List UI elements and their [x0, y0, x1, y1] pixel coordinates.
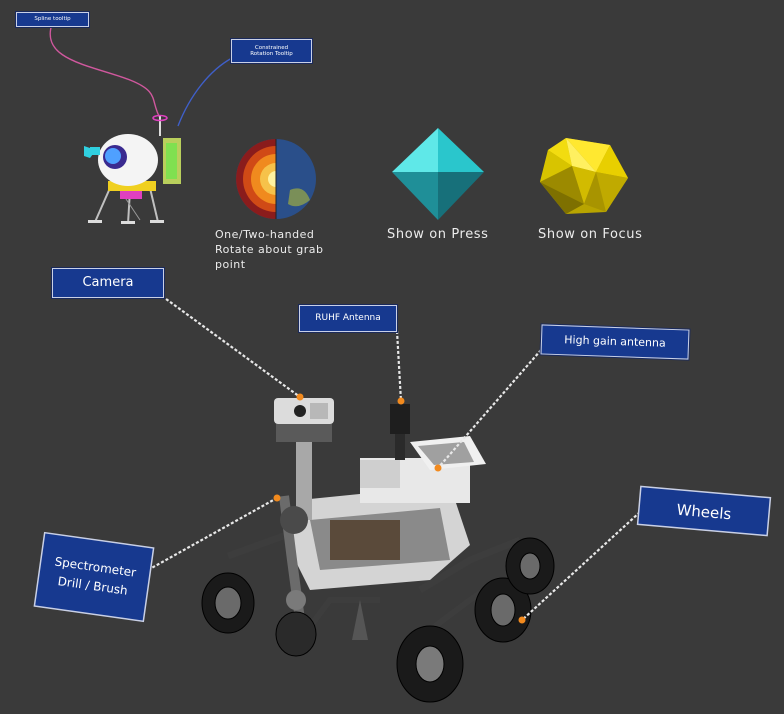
rotate-label-line2: Rotate about grab	[215, 243, 324, 256]
mars-rover-model[interactable]	[201, 398, 555, 703]
camera-tooltip[interactable]: Camera	[52, 268, 164, 298]
high-gain-tooltip[interactable]: High gain antenna	[540, 324, 690, 360]
rotate-label-line3: point	[215, 258, 246, 271]
rotate-label: One/Two-handed Rotate about grab point	[215, 227, 323, 272]
spectrometer-connector	[147, 497, 278, 571]
high-gain-anchor	[434, 464, 442, 472]
show-on-focus-label: Show on Focus	[538, 227, 643, 242]
rotate-label-line1: One/Two-handed	[215, 228, 315, 241]
ruhf-tooltip[interactable]: RUHF Antenna	[299, 305, 397, 332]
constrained-tooltip-line2: Rotation Tooltip	[250, 51, 293, 57]
wheels-connector	[521, 511, 641, 621]
spline-connector	[49, 23, 161, 119]
show-on-press-label: Show on Press	[387, 227, 489, 242]
constrained-connector	[177, 57, 233, 127]
camera-connector	[161, 295, 301, 398]
octahedron-model[interactable]	[392, 128, 484, 220]
camera-anchor	[296, 393, 304, 401]
ruhf-tooltip-label: RUHF Antenna	[315, 312, 381, 323]
ruhf-anchor	[397, 397, 405, 405]
spline-tooltip[interactable]: Spline tooltip	[16, 12, 89, 27]
wheels-anchor	[518, 616, 526, 624]
high-gain-connector	[437, 349, 542, 469]
constrained-tooltip[interactable]: Constrained Rotation Tooltip	[231, 39, 312, 63]
ruhf-connector	[395, 330, 403, 402]
high-gain-tooltip-label: High gain antenna	[564, 333, 666, 350]
earth-sphere-model[interactable]	[236, 139, 316, 219]
constrained-tooltip-line1: Constrained	[254, 44, 289, 51]
spectrometer-tooltip[interactable]: Spectrometer Drill / Brush	[33, 531, 155, 623]
wheels-tooltip-label: Wheels	[676, 501, 732, 524]
icosahedron-model[interactable]	[540, 138, 628, 214]
camera-tooltip-label: Camera	[82, 274, 134, 290]
lunar-lander-model[interactable]	[84, 114, 181, 225]
wheels-tooltip[interactable]: Wheels	[636, 485, 772, 537]
spline-tooltip-label: Spline tooltip	[34, 16, 71, 23]
spectrometer-anchor	[273, 494, 281, 502]
